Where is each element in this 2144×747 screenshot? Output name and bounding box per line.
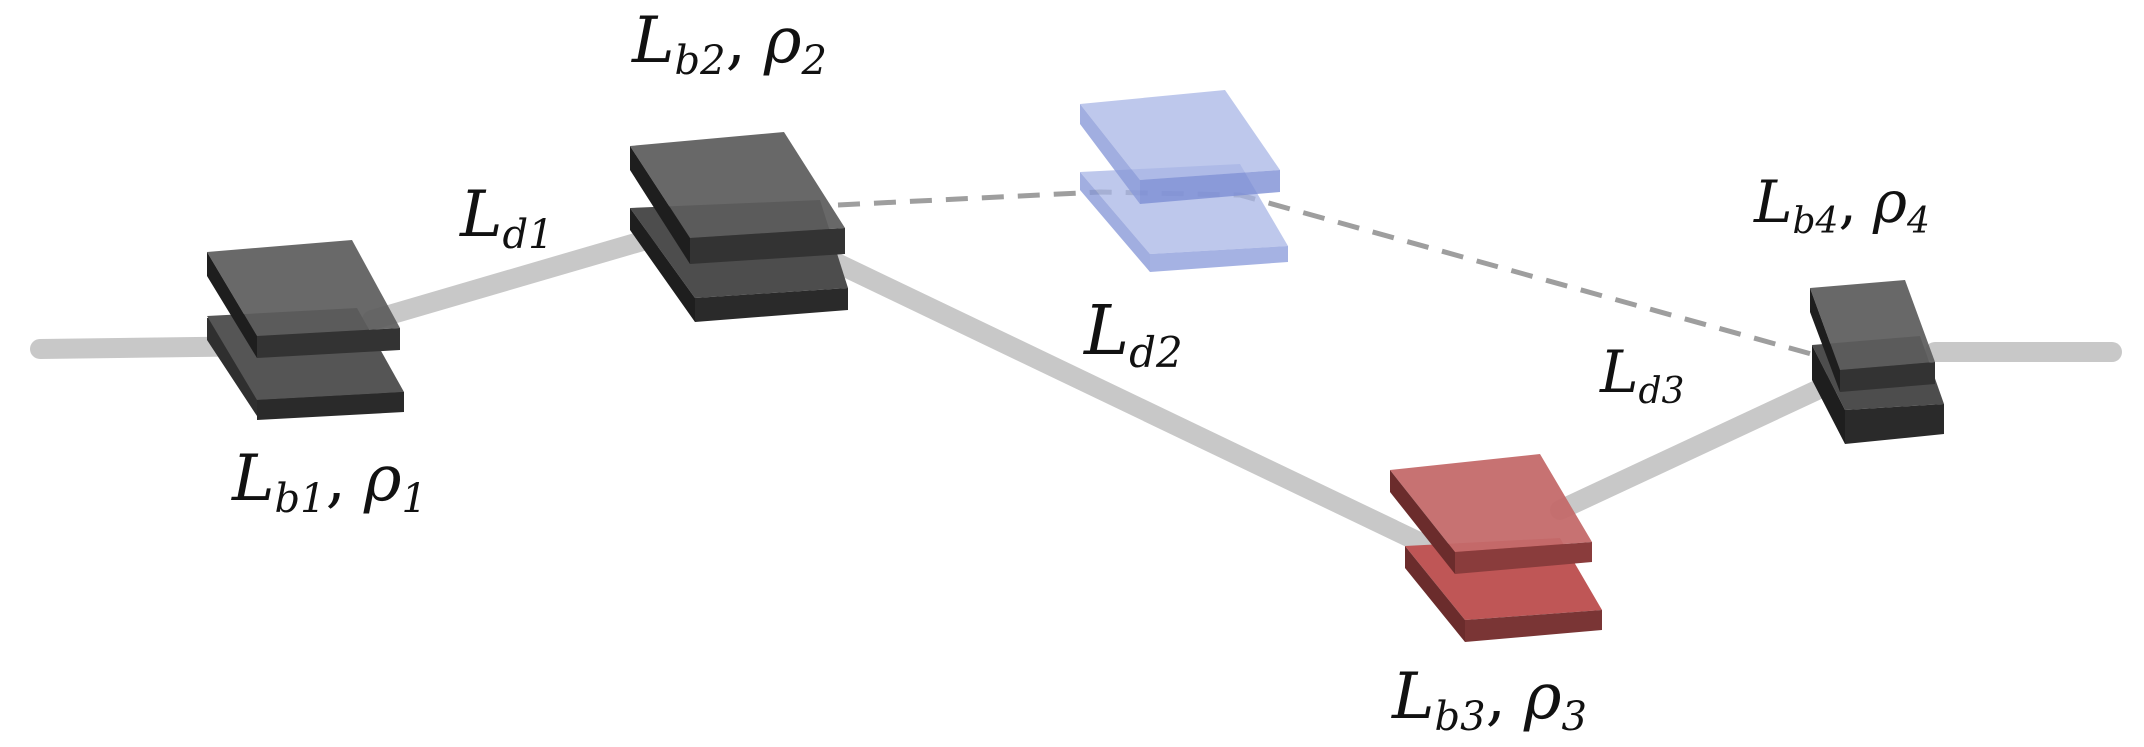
svg-text:Ld1: Ld1	[459, 178, 554, 258]
label-d1-sub: d1	[503, 212, 554, 258]
svg-text:Ld3: Ld3	[1599, 338, 1684, 412]
label-b2-L: L	[631, 4, 675, 78]
label-b2: Lb2,ρ2	[631, 4, 827, 84]
svg-text:Lb3,ρ3: Lb3,ρ3	[1391, 660, 1587, 740]
bend-magnet-2	[630, 132, 848, 322]
label-b1-rho: ρ	[363, 442, 402, 516]
label-b4: Lb4,ρ4	[1753, 168, 1930, 242]
bend-magnet-4	[1810, 280, 1944, 444]
drift-2	[810, 245, 1450, 562]
svg-text:Lb2,ρ2: Lb2,ρ2	[631, 4, 827, 84]
label-b1: Lb1,ρ1	[231, 442, 427, 522]
drift-3	[1550, 360, 1870, 520]
svg-text:Ld2: Ld2	[1082, 292, 1183, 377]
drift-1	[362, 220, 690, 330]
label-d2-sub: d2	[1129, 328, 1183, 377]
label-b4-sub: b4	[1793, 201, 1839, 242]
label-b2-sub: b2	[675, 38, 726, 84]
label-d3-sub: d3	[1639, 371, 1685, 412]
svg-text:Lb1,ρ1: Lb1,ρ1	[231, 442, 427, 522]
label-b3-rho: ρ	[1523, 660, 1562, 734]
label-d1-L: L	[459, 178, 503, 252]
label-d2-L: L	[1082, 292, 1129, 371]
label-b4-L: L	[1753, 168, 1793, 236]
label-d1: Ld1	[459, 178, 554, 258]
label-b1-L: L	[231, 442, 275, 516]
label-d3-L: L	[1599, 338, 1639, 406]
bend-magnet-3	[1390, 454, 1602, 642]
label-b3-L: L	[1391, 660, 1435, 734]
label-b3-sub: b3	[1435, 694, 1486, 740]
reference-magnet-ghost	[1080, 90, 1288, 272]
svg-text:Lb4,ρ4: Lb4,ρ4	[1753, 168, 1930, 242]
label-b2-rho: ρ	[763, 4, 802, 78]
label-b4-rho: ρ	[1872, 168, 1907, 236]
bend-magnet-1	[207, 240, 404, 420]
label-d2: Ld2	[1082, 292, 1183, 377]
label-d3: Ld3	[1599, 338, 1684, 412]
label-b3: Lb3,ρ3	[1391, 660, 1587, 740]
label-b1-sub: b1	[275, 476, 326, 522]
